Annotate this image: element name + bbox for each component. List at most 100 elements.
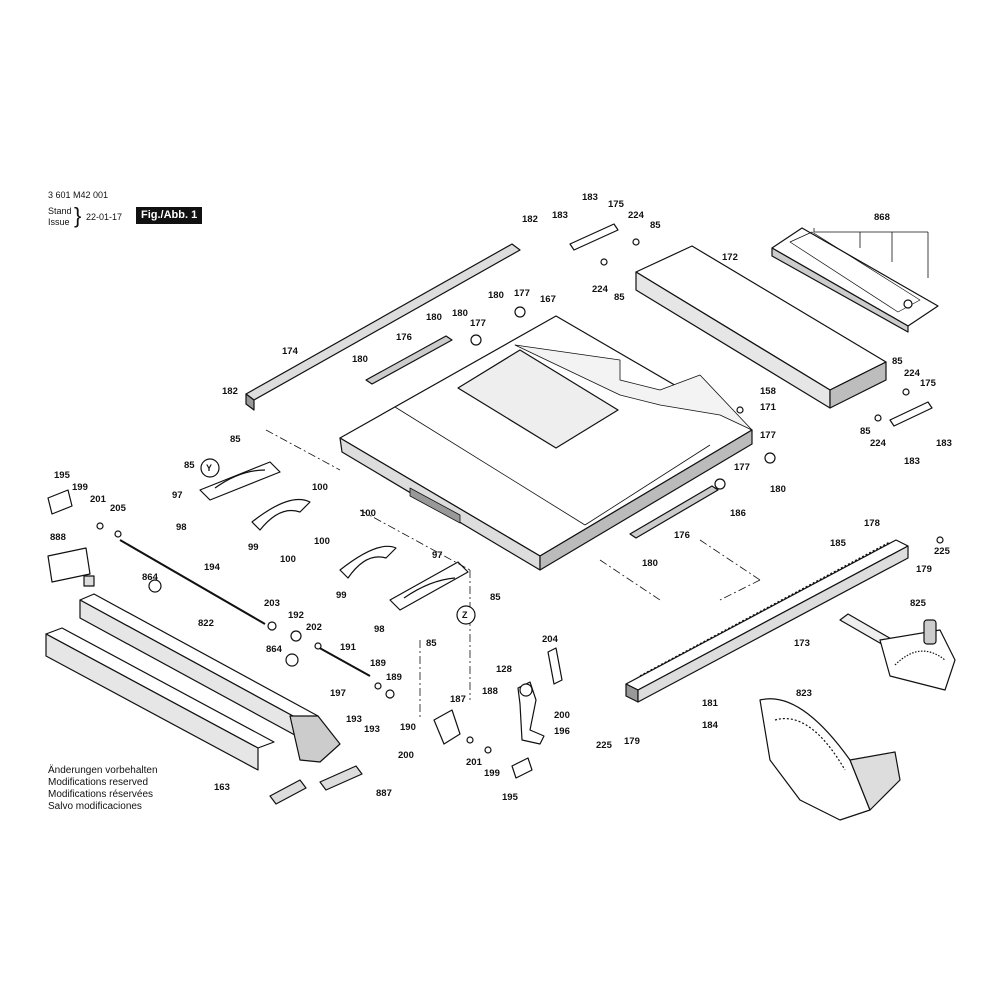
clamp-204 — [547, 647, 563, 685]
rip-fence-163 — [45, 627, 275, 771]
part-label: 100 — [312, 482, 328, 493]
part-label: 182 — [222, 386, 238, 397]
part-label: 176 — [396, 332, 412, 343]
plate-195-right — [511, 757, 533, 779]
part-label: 201 — [466, 757, 483, 768]
part-label: 887 — [376, 788, 392, 799]
part-label: 183 — [904, 456, 920, 467]
part-label: 204 — [542, 634, 559, 645]
part-label: 190 — [400, 722, 416, 733]
callout-y-circle — [200, 458, 220, 478]
part-label: 177 — [470, 318, 486, 329]
rip-fence-822 — [79, 593, 341, 763]
knob-864-lower — [285, 653, 299, 667]
part-label: 200 — [398, 750, 414, 761]
part-label: 193 — [346, 714, 362, 725]
part-label: 186 — [730, 508, 746, 519]
part-label: 180 — [488, 290, 504, 301]
part-label: 97 — [432, 550, 443, 561]
bracket-99-right — [339, 545, 397, 579]
figure-badge: Fig./Abb. 1 — [136, 207, 203, 224]
part-label: 195 — [502, 792, 519, 803]
part-label: 224 — [628, 210, 645, 221]
note-fr: Modifications réservées — [48, 789, 154, 800]
blade-guard-823 — [759, 698, 901, 821]
issue-label: Issue — [48, 217, 70, 227]
part-label: 167 — [540, 294, 556, 305]
extension-frame-868 — [771, 227, 939, 333]
bracket-99-left — [251, 498, 311, 531]
part-label: 98 — [374, 624, 385, 635]
part-label: 197 — [330, 688, 346, 699]
part-label: 189 — [370, 658, 386, 669]
part-label: 864 — [142, 572, 159, 583]
part-label: 199 — [72, 482, 88, 493]
plate-175-right — [889, 401, 933, 427]
part-label: 180 — [452, 308, 468, 319]
part-label: 180 — [352, 354, 368, 365]
part-label: 99 — [248, 542, 259, 553]
part-label: 205 — [110, 503, 127, 514]
guide-rail-185 — [625, 539, 909, 703]
callout-z: Z — [462, 610, 468, 620]
part-label: 177 — [734, 462, 750, 473]
part-label: 175 — [608, 199, 625, 210]
part-label: 163 — [214, 782, 230, 793]
part-label: 177 — [760, 430, 776, 441]
part-label: 203 — [264, 598, 280, 609]
plate-195-left — [47, 489, 73, 515]
clamp-888 — [47, 547, 95, 587]
part-label: 85 — [490, 592, 501, 603]
plate-175-top — [569, 223, 619, 251]
part-label: 85 — [184, 460, 195, 471]
part-label: 178 — [864, 518, 880, 529]
table-top-167 — [339, 315, 753, 571]
bracket-97-right — [389, 561, 469, 611]
part-label: 868 — [874, 212, 890, 223]
part-label: 171 — [760, 402, 777, 413]
part-label: 194 — [204, 562, 221, 573]
part-label: 185 — [830, 538, 847, 549]
part-label: 188 — [482, 686, 498, 697]
bracket-187 — [433, 709, 461, 745]
knob-864-upper — [148, 579, 162, 593]
rail-176-right — [629, 485, 719, 539]
bracket-97-left — [199, 461, 281, 501]
part-label: 199 — [484, 768, 500, 779]
stand-label: Stand — [48, 206, 72, 216]
part-label: 184 — [702, 720, 719, 731]
part-label: 100 — [314, 536, 330, 547]
part-label: 180 — [642, 558, 658, 569]
part-label: 822 — [198, 618, 214, 629]
note-en: Modifications reserved — [48, 777, 149, 788]
part-label: 100 — [280, 554, 296, 565]
rod-194 — [119, 539, 266, 625]
part-label: 193 — [364, 724, 380, 735]
rail-176-left — [365, 335, 453, 385]
part-label: 183 — [552, 210, 568, 221]
part-label: 823 — [796, 688, 812, 699]
part-label: 191 — [340, 642, 357, 653]
hardware-small — [96, 238, 944, 754]
part-label: 224 — [592, 284, 609, 295]
part-label: 201 — [90, 494, 107, 505]
issue-date: 22-01-17 — [86, 212, 123, 222]
part-label: 888 — [50, 532, 66, 543]
miter-gauge-825 — [839, 613, 956, 691]
part-label: 179 — [624, 736, 640, 747]
part-label: 224 — [904, 368, 921, 379]
callout-z-circle — [456, 605, 476, 625]
part-label: 158 — [760, 386, 776, 397]
part-label: 195 — [54, 470, 71, 481]
part-label: 175 — [920, 378, 937, 389]
callout-y: Y — [206, 463, 212, 473]
part-label: 85 — [892, 356, 903, 367]
part-label: 224 — [870, 438, 887, 449]
part-label: 181 — [702, 698, 719, 709]
part-labels: 183 175 224 85 182 183 868 172 224 85 18… — [50, 192, 952, 803]
part-label: 192 — [288, 610, 304, 621]
part-label: 176 — [674, 530, 690, 541]
part-label: 864 — [266, 644, 283, 655]
